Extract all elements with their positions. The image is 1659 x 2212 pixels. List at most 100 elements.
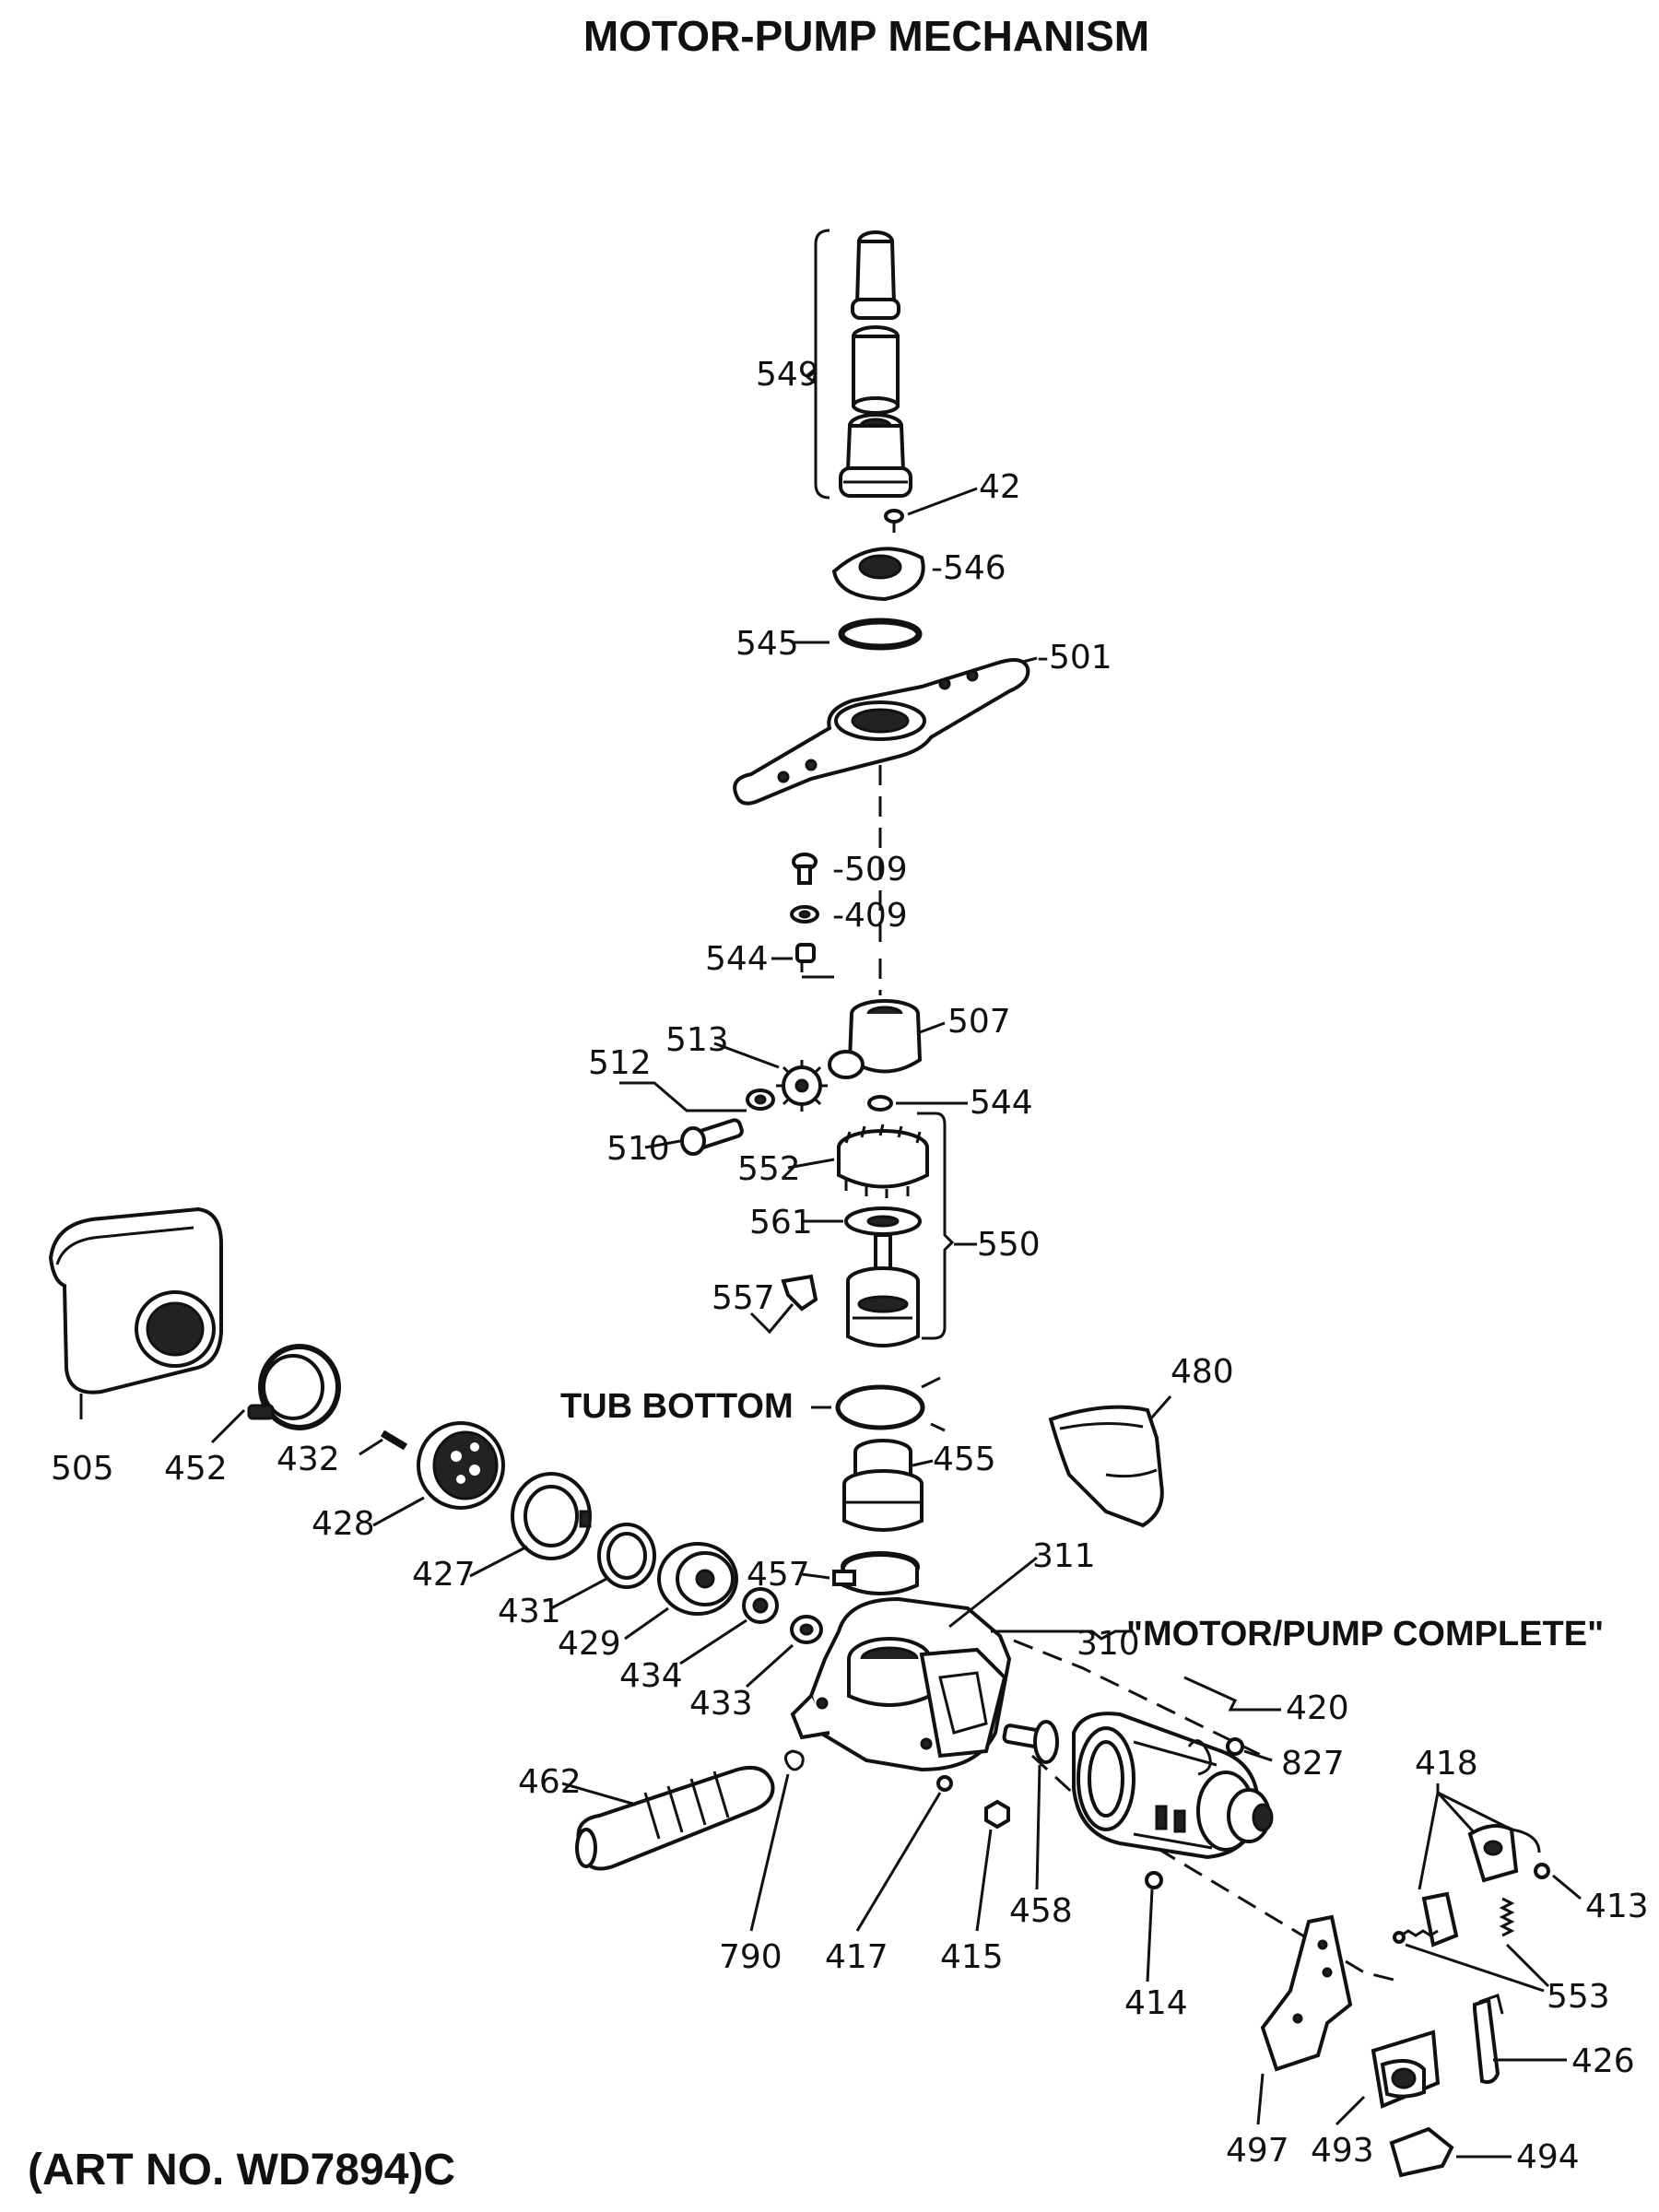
label-42: 42 [979, 468, 1021, 506]
label-544-upper: 544 [705, 940, 769, 978]
label-493: 493 [1311, 2132, 1374, 2170]
label-561: 561 [749, 1204, 813, 1241]
label-311: 311 [1032, 1537, 1096, 1575]
part-480-shield [1048, 1395, 1172, 1528]
part-310-motor [1072, 1712, 1274, 1860]
label-510: 510 [606, 1130, 670, 1168]
label-552: 552 [737, 1150, 801, 1188]
label-458: 458 [1009, 1892, 1073, 1930]
part-409-washer [790, 905, 819, 924]
part-509-screw [792, 853, 818, 885]
label-480: 480 [1171, 1353, 1234, 1391]
label-434: 434 [619, 1657, 683, 1695]
label-413: 413 [1585, 1888, 1649, 1925]
part-457-hose-clamp [801, 1551, 920, 1595]
part-510-pivot-pin [644, 1118, 744, 1156]
part-433-bushing [745, 1615, 823, 1688]
label-512: 512 [588, 1044, 652, 1082]
part-462-drain-hose [561, 1765, 775, 1871]
label-427: 427 [412, 1556, 476, 1594]
label-431: 431 [498, 1593, 561, 1630]
part-420-wire [1183, 1676, 1281, 1712]
label-455: 455 [933, 1441, 996, 1478]
part-557-clip [749, 1274, 818, 1335]
part-827-screw [1226, 1737, 1273, 1762]
art-number: (ART NO. WD7894)C [28, 2146, 455, 2194]
part-494-plunger [1389, 2126, 1512, 2178]
label-457: 457 [747, 1556, 810, 1594]
part-418-switch-assembly [1418, 1783, 1541, 1947]
part-512-washer [619, 1081, 775, 1112]
part-561-thrust-washer [802, 1206, 922, 1236]
motor-pump-complete-label: "MOTOR/PUMP COMPLETE" [1126, 1615, 1604, 1653]
tub-bottom-label: TUB BOTTOM [560, 1387, 794, 1426]
label-513: 513 [665, 1021, 729, 1059]
part-452-hose-clamp [210, 1344, 341, 1444]
part-544-upper-washer [771, 943, 834, 979]
label-409: -409 [832, 897, 908, 935]
label-414: 414 [1124, 1984, 1188, 2022]
label-429: 429 [558, 1625, 621, 1663]
label-417: 417 [825, 1938, 888, 1976]
label-310: 310 [1077, 1625, 1140, 1663]
part-553-springs [1393, 1897, 1550, 1993]
part-tub-bottom-seal-ring [811, 1376, 946, 1432]
part-552-crown-gear [787, 1124, 929, 1198]
part-414-screw [1145, 1871, 1163, 1983]
part-432-screw [359, 1430, 408, 1456]
label-545: 545 [735, 625, 799, 663]
label-462: 462 [518, 1763, 582, 1801]
part-434-nut [679, 1587, 779, 1665]
label-557: 557 [712, 1279, 775, 1317]
label-546: -546 [931, 549, 1006, 587]
label-452: 452 [164, 1450, 228, 1488]
motor-pump-complete-bracket [991, 1630, 1402, 1983]
part-546-hub-nut [831, 547, 925, 602]
part-549-spray-tube-assembly [804, 229, 912, 500]
part-544-lower-washer [867, 1095, 968, 1112]
part-429-pump-impeller [624, 1542, 738, 1641]
label-497: 497 [1226, 2132, 1289, 2170]
bracket-550 [917, 1112, 977, 1340]
part-501-lower-spray-arm [733, 656, 1038, 806]
label-544-lower: 544 [970, 1084, 1033, 1122]
label-509: -509 [832, 851, 908, 888]
part-507-drive-hub [828, 999, 946, 1079]
label-505: 505 [51, 1450, 114, 1488]
label-432: 432 [276, 1441, 340, 1478]
part-497-mounting-bracket [1256, 1914, 1353, 2125]
part-493-solenoid [1335, 2030, 1441, 2126]
label-790: 790 [719, 1938, 782, 1976]
label-426: 426 [1571, 2042, 1635, 2080]
label-550: 550 [977, 1226, 1041, 1264]
part-415-nut [975, 1799, 1010, 1932]
label-501: -501 [1037, 639, 1112, 677]
label-549: 549 [756, 356, 819, 394]
part-428-chopper-impeller [372, 1421, 505, 1527]
label-507: 507 [947, 1003, 1011, 1041]
part-427-retainer-ring [469, 1472, 592, 1578]
part-431-ring [550, 1523, 656, 1610]
label-553: 553 [1547, 1978, 1610, 2016]
part-455-pump-seal [842, 1439, 934, 1532]
label-418: 418 [1415, 1745, 1478, 1783]
label-827: 827 [1281, 1745, 1345, 1783]
part-413-retainer [1534, 1863, 1582, 1900]
label-428: 428 [312, 1505, 375, 1543]
label-420: 420 [1286, 1689, 1349, 1727]
diagram-title: MOTOR-PUMP MECHANISM [583, 12, 1149, 60]
part-790-clip [749, 1749, 805, 1932]
part-505-inlet-duct [48, 1206, 223, 1419]
part-417-washer [855, 1775, 953, 1932]
part-550-pump-cup [846, 1233, 920, 1347]
part-513-pinion-gear [713, 1041, 828, 1112]
part-42-screw [884, 487, 978, 533]
label-494: 494 [1516, 2138, 1580, 2176]
part-545-ring [793, 618, 923, 651]
label-433: 433 [689, 1685, 753, 1723]
part-426-pin [1473, 1994, 1567, 2084]
part-311-pump-housing [790, 1556, 1038, 1772]
label-415: 415 [940, 1938, 1004, 1976]
part-458-grommet [1002, 1720, 1059, 1890]
